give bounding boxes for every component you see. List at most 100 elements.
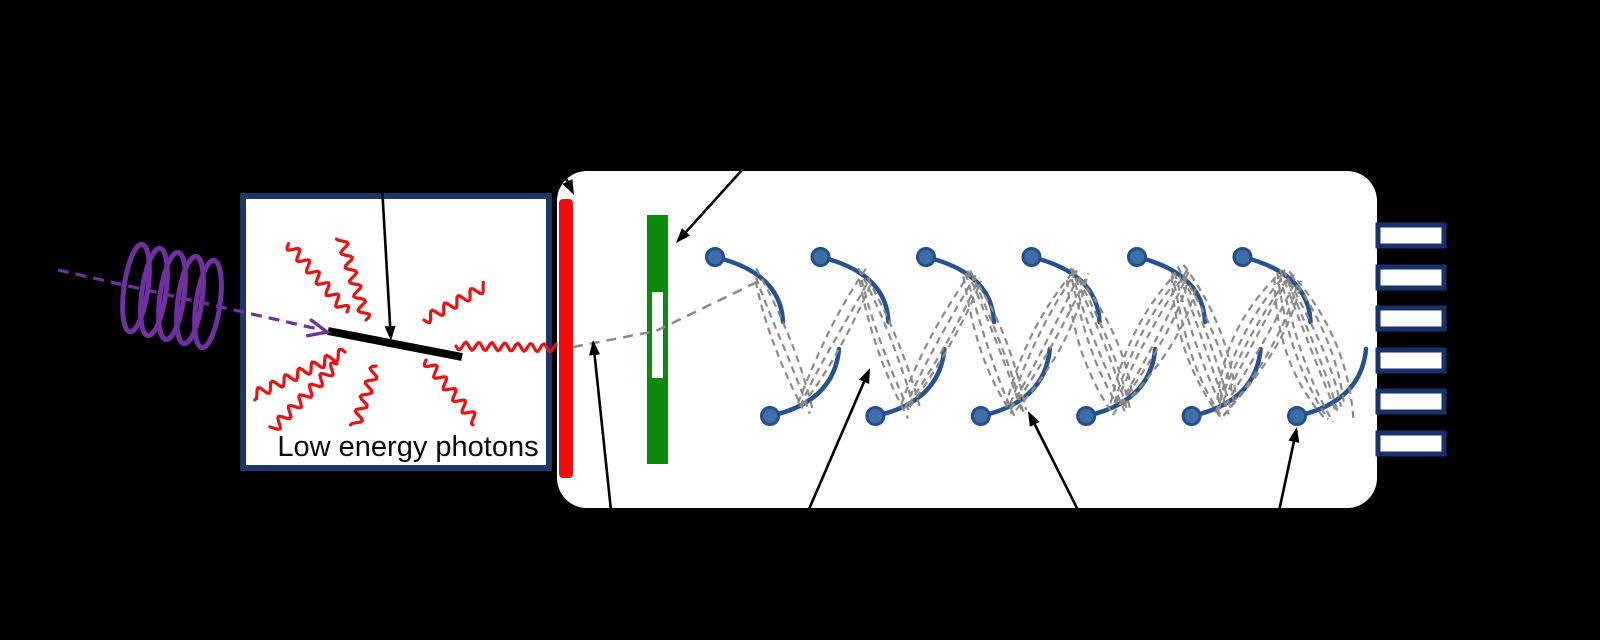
cascade-strand-leg9 — [1182, 264, 1238, 401]
anode-pin-4 — [1375, 347, 1447, 374]
photon-squiggle — [348, 364, 379, 427]
dynode-pointer-arrow-head-icon — [859, 368, 870, 384]
pmt-tube-body — [557, 171, 1377, 508]
cascade-strand-leg9 — [1173, 271, 1222, 405]
photocathode-bar — [559, 199, 573, 478]
photon-squiggle — [422, 358, 477, 427]
cascade-strand-leg7 — [1070, 278, 1117, 403]
cascade-strand-leg9 — [1178, 275, 1230, 415]
cascade-strand-leg3 — [866, 277, 922, 408]
anode-pin-2 — [1375, 264, 1447, 291]
incoming-gamma-wave — [57, 241, 332, 351]
bottom-dynode-dot-6 — [1287, 406, 1307, 426]
top-dynode-arc-6 — [1240, 254, 1313, 325]
bottom-dynode-dot-2 — [865, 406, 886, 426]
cascade-strand-leg1 — [754, 277, 811, 415]
top-dynode-dot-4 — [1021, 247, 1042, 267]
anode-output-pins — [1375, 222, 1447, 457]
top-dynode-arc-1 — [712, 254, 786, 325]
cascade-strand-leg11 — [1282, 269, 1343, 407]
cascade-strand-leg7 — [1077, 276, 1134, 398]
low-energy-photon-squiggles — [253, 237, 558, 431]
bottom-dynode-arc-6 — [1294, 346, 1369, 419]
electrode-pointer-arrow — [685, 127, 781, 233]
cascade-strand-leg5 — [966, 270, 1023, 411]
cascade-strand-leg8 — [1109, 275, 1175, 404]
pmt-tube-rect — [557, 171, 1377, 508]
cascade-strand-leg11 — [1276, 271, 1330, 420]
top-dynode-dot-6 — [1232, 247, 1253, 267]
top-dynode-dot-5 — [1127, 247, 1147, 267]
scintillator-rect — [240, 193, 552, 471]
cascade-strand-leg5 — [962, 276, 1013, 415]
wave-coil-loop — [174, 253, 206, 347]
photon-squiggle — [422, 280, 485, 324]
cascade-strand-leg7 — [1065, 280, 1115, 416]
bottom-dynode-arc-1 — [767, 346, 842, 419]
cascade-strand-leg9 — [1182, 274, 1236, 406]
bottom-dynode-arc-2 — [873, 346, 947, 419]
cascade-strand-leg6 — [1009, 276, 1079, 410]
scintillator-label: Low energy photons — [277, 431, 538, 463]
cascade-strand-leg11 — [1278, 274, 1334, 423]
anode-pointer-arrow-head-icon — [1288, 427, 1300, 443]
cascade-strand-leg3 — [858, 279, 910, 420]
cascade-strand-leg10 — [1216, 274, 1292, 412]
cascade-strand-leg6 — [1004, 270, 1075, 408]
cascade-strand-leg1 — [754, 281, 804, 410]
wave-coil-loop — [120, 241, 152, 335]
top-dynode-dot-1 — [705, 247, 725, 267]
electron-cascade — [754, 264, 1355, 423]
top-dynode-dot-2 — [810, 247, 831, 267]
photoelectron-path — [572, 280, 758, 349]
anode-pin-1 — [1375, 222, 1447, 249]
cascade-strand-leg11 — [1289, 273, 1346, 408]
cascade-strand-leg10 — [1214, 276, 1289, 413]
cascade-strand-leg4 — [900, 269, 974, 405]
photocathode-pointer-arrow-head-icon — [562, 179, 574, 195]
bottom-dynode-dot-5 — [1181, 406, 1202, 426]
wave-coil-loop — [138, 245, 170, 339]
interaction-line — [327, 327, 463, 361]
cascade-strand-leg11 — [1273, 278, 1325, 418]
bottom-dynode-arc-3 — [978, 346, 1053, 419]
cascade-strand-leg10 — [1218, 279, 1282, 403]
gamma-arrowhead-icon — [305, 318, 332, 338]
cascade-strand-leg2 — [801, 281, 873, 407]
cascade-strand-leg11 — [1288, 270, 1355, 420]
wave-coil-loop — [156, 249, 188, 343]
photoelectron-pointer-arrow-head-icon — [589, 340, 601, 356]
photon-squiggle — [285, 242, 351, 314]
cascade-strand-leg11 — [1279, 269, 1337, 411]
anode-pin-6 — [1375, 430, 1447, 457]
photocathode-pointer-arrow — [556, 161, 569, 183]
photon-squiggle — [454, 340, 558, 354]
dynode-pointer-arrow-2 — [1033, 423, 1085, 521]
cascade-strand-leg4 — [907, 277, 980, 406]
cascade-strand-leg9 — [1170, 276, 1222, 419]
cascade-strand-leg2 — [796, 267, 867, 404]
cascade-strand-leg8 — [1122, 283, 1198, 407]
anode-pointer-arrow — [1273, 441, 1296, 531]
cascade-strand-leg3 — [857, 267, 914, 401]
cascade-strand-leg7 — [1070, 271, 1126, 412]
anode-pin-5 — [1375, 388, 1447, 415]
cascade-strand-leg11 — [1282, 269, 1339, 413]
anode-pin-3 — [1375, 305, 1447, 332]
photocathode-and-electrode — [559, 199, 668, 478]
photoelectron-line — [572, 280, 758, 349]
cascade-strand-leg10 — [1222, 281, 1303, 417]
annotation-arrows — [375, 99, 1300, 531]
cascade-strand-leg10 — [1216, 274, 1279, 401]
photon-squiggle — [268, 361, 339, 431]
cascade-strand-leg4 — [908, 280, 982, 408]
photon-squiggle — [334, 237, 372, 322]
bottom-dynode-dot-1 — [760, 406, 780, 426]
electrode-pointer-arrow-head-icon — [676, 228, 691, 243]
cascade-strand-leg2 — [798, 277, 872, 407]
bottom-dynode-dot-4 — [1076, 406, 1097, 426]
cascade-strand-leg8 — [1113, 280, 1178, 404]
photon-squiggle — [253, 347, 347, 402]
cascade-strand-leg8 — [1111, 271, 1190, 416]
